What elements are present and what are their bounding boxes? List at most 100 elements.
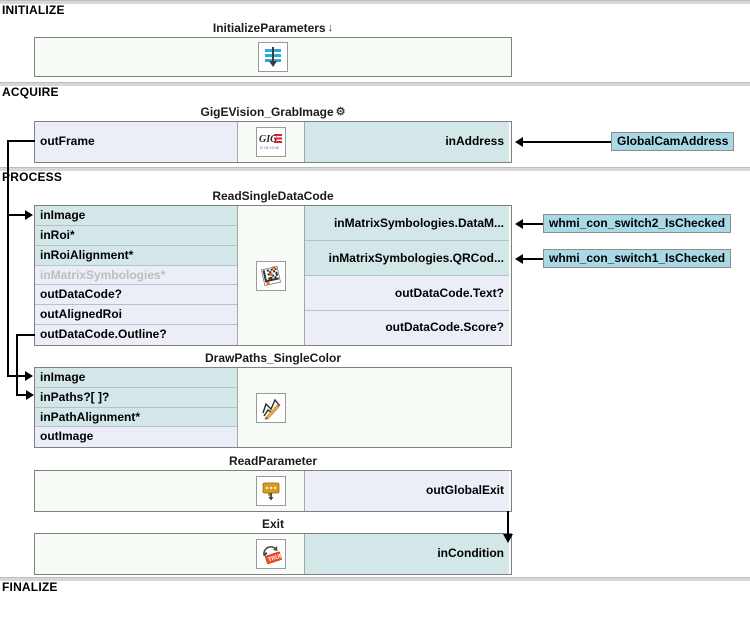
svg-text:GIG: GIG [259, 134, 278, 145]
section-rule-process [0, 167, 750, 171]
draw-paths-icon [256, 392, 286, 423]
block-title-read-single-datacode: ReadSingleDataCode [34, 189, 512, 203]
port-incondition[interactable]: inCondition [305, 534, 509, 574]
section-label-acquire: ACQUIRE [2, 85, 59, 99]
block-initialize-parameters[interactable]: InitializeParameters ↓ [34, 21, 512, 77]
right-port-column: outGlobalExit [304, 471, 509, 511]
block-title-text: DrawPaths_SingleColor [204, 351, 342, 365]
left-port-column: inImage inPaths?[ ]? inPathAlignment* ou… [35, 368, 238, 447]
gigevision-icon: GIG VISION [256, 127, 286, 157]
block-body: outFrame GIG VISION inAddress [34, 121, 512, 163]
global-variable-whmi-con-switch1-ischecked[interactable]: whmi_con_switch1_IsChecked [543, 249, 732, 268]
port-outdatacode-outline[interactable]: outDataCode.Outline? [35, 325, 237, 345]
block-read-single-datacode[interactable]: ReadSingleDataCode inImage inRoi* inRoiA… [34, 189, 512, 346]
wire-outline-to-inpaths [16, 394, 30, 396]
icon-column: GIG VISION [238, 122, 304, 162]
arrow-into-drawpaths-inpaths [26, 390, 34, 400]
port-inroialignment[interactable]: inRoiAlignment* [35, 245, 237, 266]
left-port-column: inImage inRoi* inRoiAlignment* inMatrixS… [35, 206, 238, 345]
arrow-into-readdatacode-inimage [25, 210, 33, 220]
left-port-column: outFrame [35, 122, 238, 162]
block-exit[interactable]: Exit TRUE inConditio [34, 517, 512, 575]
port-outglobalexit[interactable]: outGlobalExit [305, 471, 509, 511]
port-inmatrixsymbologies-datamatrix[interactable]: inMatrixSymbologies.DataM... [305, 206, 509, 241]
right-port-column: inMatrixSymbologies.DataM... inMatrixSym… [304, 206, 509, 345]
block-title-text: ReadParameter [228, 454, 318, 468]
gear-icon: ⚙ [335, 105, 346, 118]
port-outdatacode-text[interactable]: outDataCode.Text? [305, 276, 509, 311]
port-inpaths[interactable]: inPaths?[ ]? [35, 387, 237, 408]
right-port-column: inCondition [304, 534, 509, 574]
global-variable-globalcamaddress[interactable]: GlobalCamAddress [611, 132, 735, 151]
icon-column: TRUE [238, 534, 304, 574]
section-label-initialize: INITIALIZE [2, 3, 65, 17]
block-title-text: GigEVision_GrabImage [200, 105, 334, 119]
icon-column [238, 368, 304, 447]
wire-whmi-switch1 [523, 258, 543, 260]
wire-outframe-stub [7, 140, 35, 142]
block-title-text: InitializeParameters [212, 21, 326, 35]
wire-whmi-switch2 [523, 223, 543, 225]
section-rule-acquire [0, 82, 750, 86]
block-body: inImage inRoi* inRoiAlignment* inMatrixS… [34, 205, 512, 346]
port-inpathalignment[interactable]: inPathAlignment* [35, 407, 237, 428]
block-title-initialize-parameters: InitializeParameters ↓ [34, 21, 512, 35]
wire-outframe-drop [7, 140, 9, 216]
port-inroi[interactable]: inRoi* [35, 225, 237, 246]
port-inmatrixsymbologies[interactable]: inMatrixSymbologies* [35, 265, 237, 286]
block-draw-paths-singlecolor[interactable]: DrawPaths_SingleColor inImage inPaths?[ … [34, 351, 512, 448]
section-label-finalize: FINALIZE [2, 580, 58, 594]
icon-column [238, 206, 304, 345]
block-body: inImage inPaths?[ ]? inPathAlignment* ou… [34, 367, 512, 448]
read-parameter-icon [256, 476, 286, 506]
arrow-into-drawpaths-inimage [25, 371, 33, 381]
block-body: TRUE inCondition [34, 533, 512, 575]
port-outdatacode[interactable]: outDataCode? [35, 285, 237, 306]
download-arrow-icon: ↓ [327, 21, 334, 34]
section-label-process: PROCESS [2, 170, 63, 184]
section-rule-finalize [0, 577, 750, 581]
wire-outframe-to-inimage [7, 214, 28, 216]
port-inaddress[interactable]: inAddress [305, 122, 509, 162]
port-outimage[interactable]: outImage [35, 427, 237, 447]
port-inimage[interactable]: inImage [35, 206, 237, 226]
block-gigevision-grabimage[interactable]: GigEVision_GrabImage ⚙ outFrame GIG VISI… [34, 105, 512, 163]
svg-text:VISION: VISION [260, 145, 280, 150]
left-port-column [35, 38, 240, 76]
block-title-text: Exit [261, 517, 284, 531]
block-title-draw-paths-singlecolor: DrawPaths_SingleColor [34, 351, 512, 365]
arrow-into-qrcode-port [515, 254, 523, 264]
arrow-into-incondition [503, 534, 513, 543]
port-inmatrixsymbologies-qrcode[interactable]: inMatrixSymbologies.QRCod... [305, 241, 509, 276]
arrow-into-datamatrix-port [515, 219, 523, 229]
block-read-parameter[interactable]: ReadParameter outGlobal [34, 454, 512, 512]
left-port-column [35, 471, 238, 511]
port-outalignedroi[interactable]: outAlignedRoi [35, 305, 237, 326]
initialize-parameters-icon [258, 42, 288, 72]
exit-true-icon: TRUE [256, 539, 286, 569]
wire-globalcamaddress [523, 141, 611, 143]
port-outframe[interactable]: outFrame [35, 122, 237, 162]
left-port-column [35, 534, 238, 574]
wire-outline-drop [16, 334, 18, 396]
arrow-into-inaddress [515, 137, 523, 147]
block-body: outGlobalExit [34, 470, 512, 512]
right-port-column [304, 368, 509, 447]
icon-column [238, 471, 304, 511]
block-title-exit: Exit [34, 517, 512, 531]
block-body [34, 37, 512, 77]
port-inimage[interactable]: inImage [35, 368, 237, 388]
block-title-text: ReadSingleDataCode [212, 189, 334, 203]
svg-text:TRUE: TRUE [268, 553, 282, 563]
block-title-read-parameter: ReadParameter [34, 454, 512, 468]
wire-globalexit-to-condition [507, 511, 509, 537]
right-port-column: inAddress [304, 122, 509, 162]
port-outdatacode-score[interactable]: outDataCode.Score? [305, 311, 509, 345]
right-port-column [306, 38, 511, 76]
icon-column [240, 38, 306, 76]
datacode-icon [256, 260, 286, 291]
global-variable-whmi-con-switch2-ischecked[interactable]: whmi_con_switch2_IsChecked [543, 214, 732, 233]
block-title-gigevision-grabimage: GigEVision_GrabImage ⚙ [34, 105, 512, 119]
wire-outframe-drop-2 [7, 214, 9, 377]
